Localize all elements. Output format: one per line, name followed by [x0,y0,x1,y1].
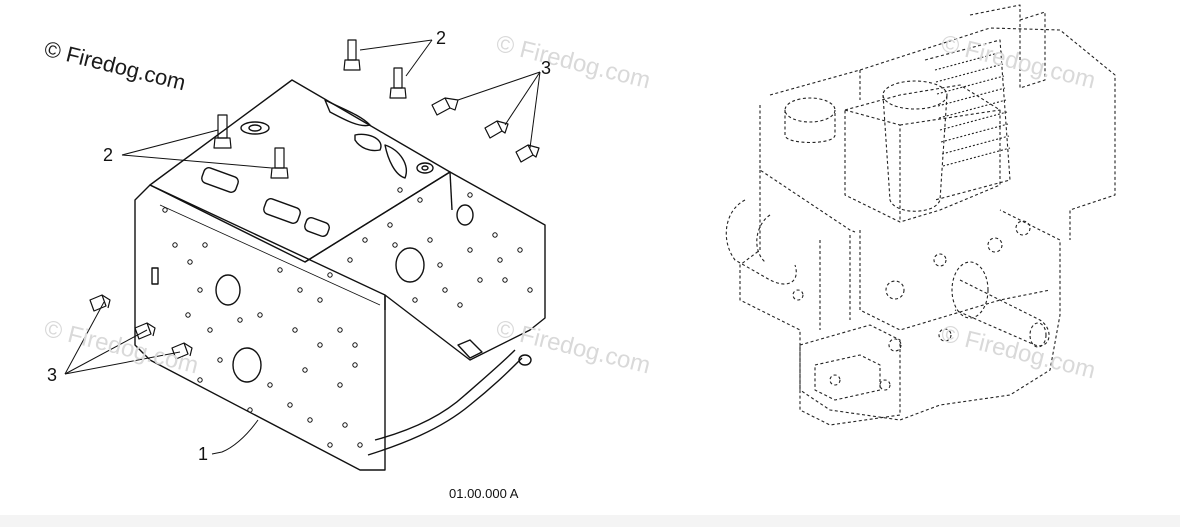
callout-3-top: 3 [541,58,552,78]
mount-plate [134,79,546,471]
figure-code: 01.00.000 A [449,486,519,501]
callout-2-top: 2 [436,28,447,48]
leader-lines [64,39,541,455]
callout-2-left: 2 [103,145,114,165]
stud-fasteners [213,39,407,179]
bottom-band [0,515,1180,527]
engine-phantom [725,4,1116,426]
bolt-fasteners [89,97,540,360]
callout-1: 1 [198,444,209,464]
callout-3-left: 3 [47,365,58,385]
